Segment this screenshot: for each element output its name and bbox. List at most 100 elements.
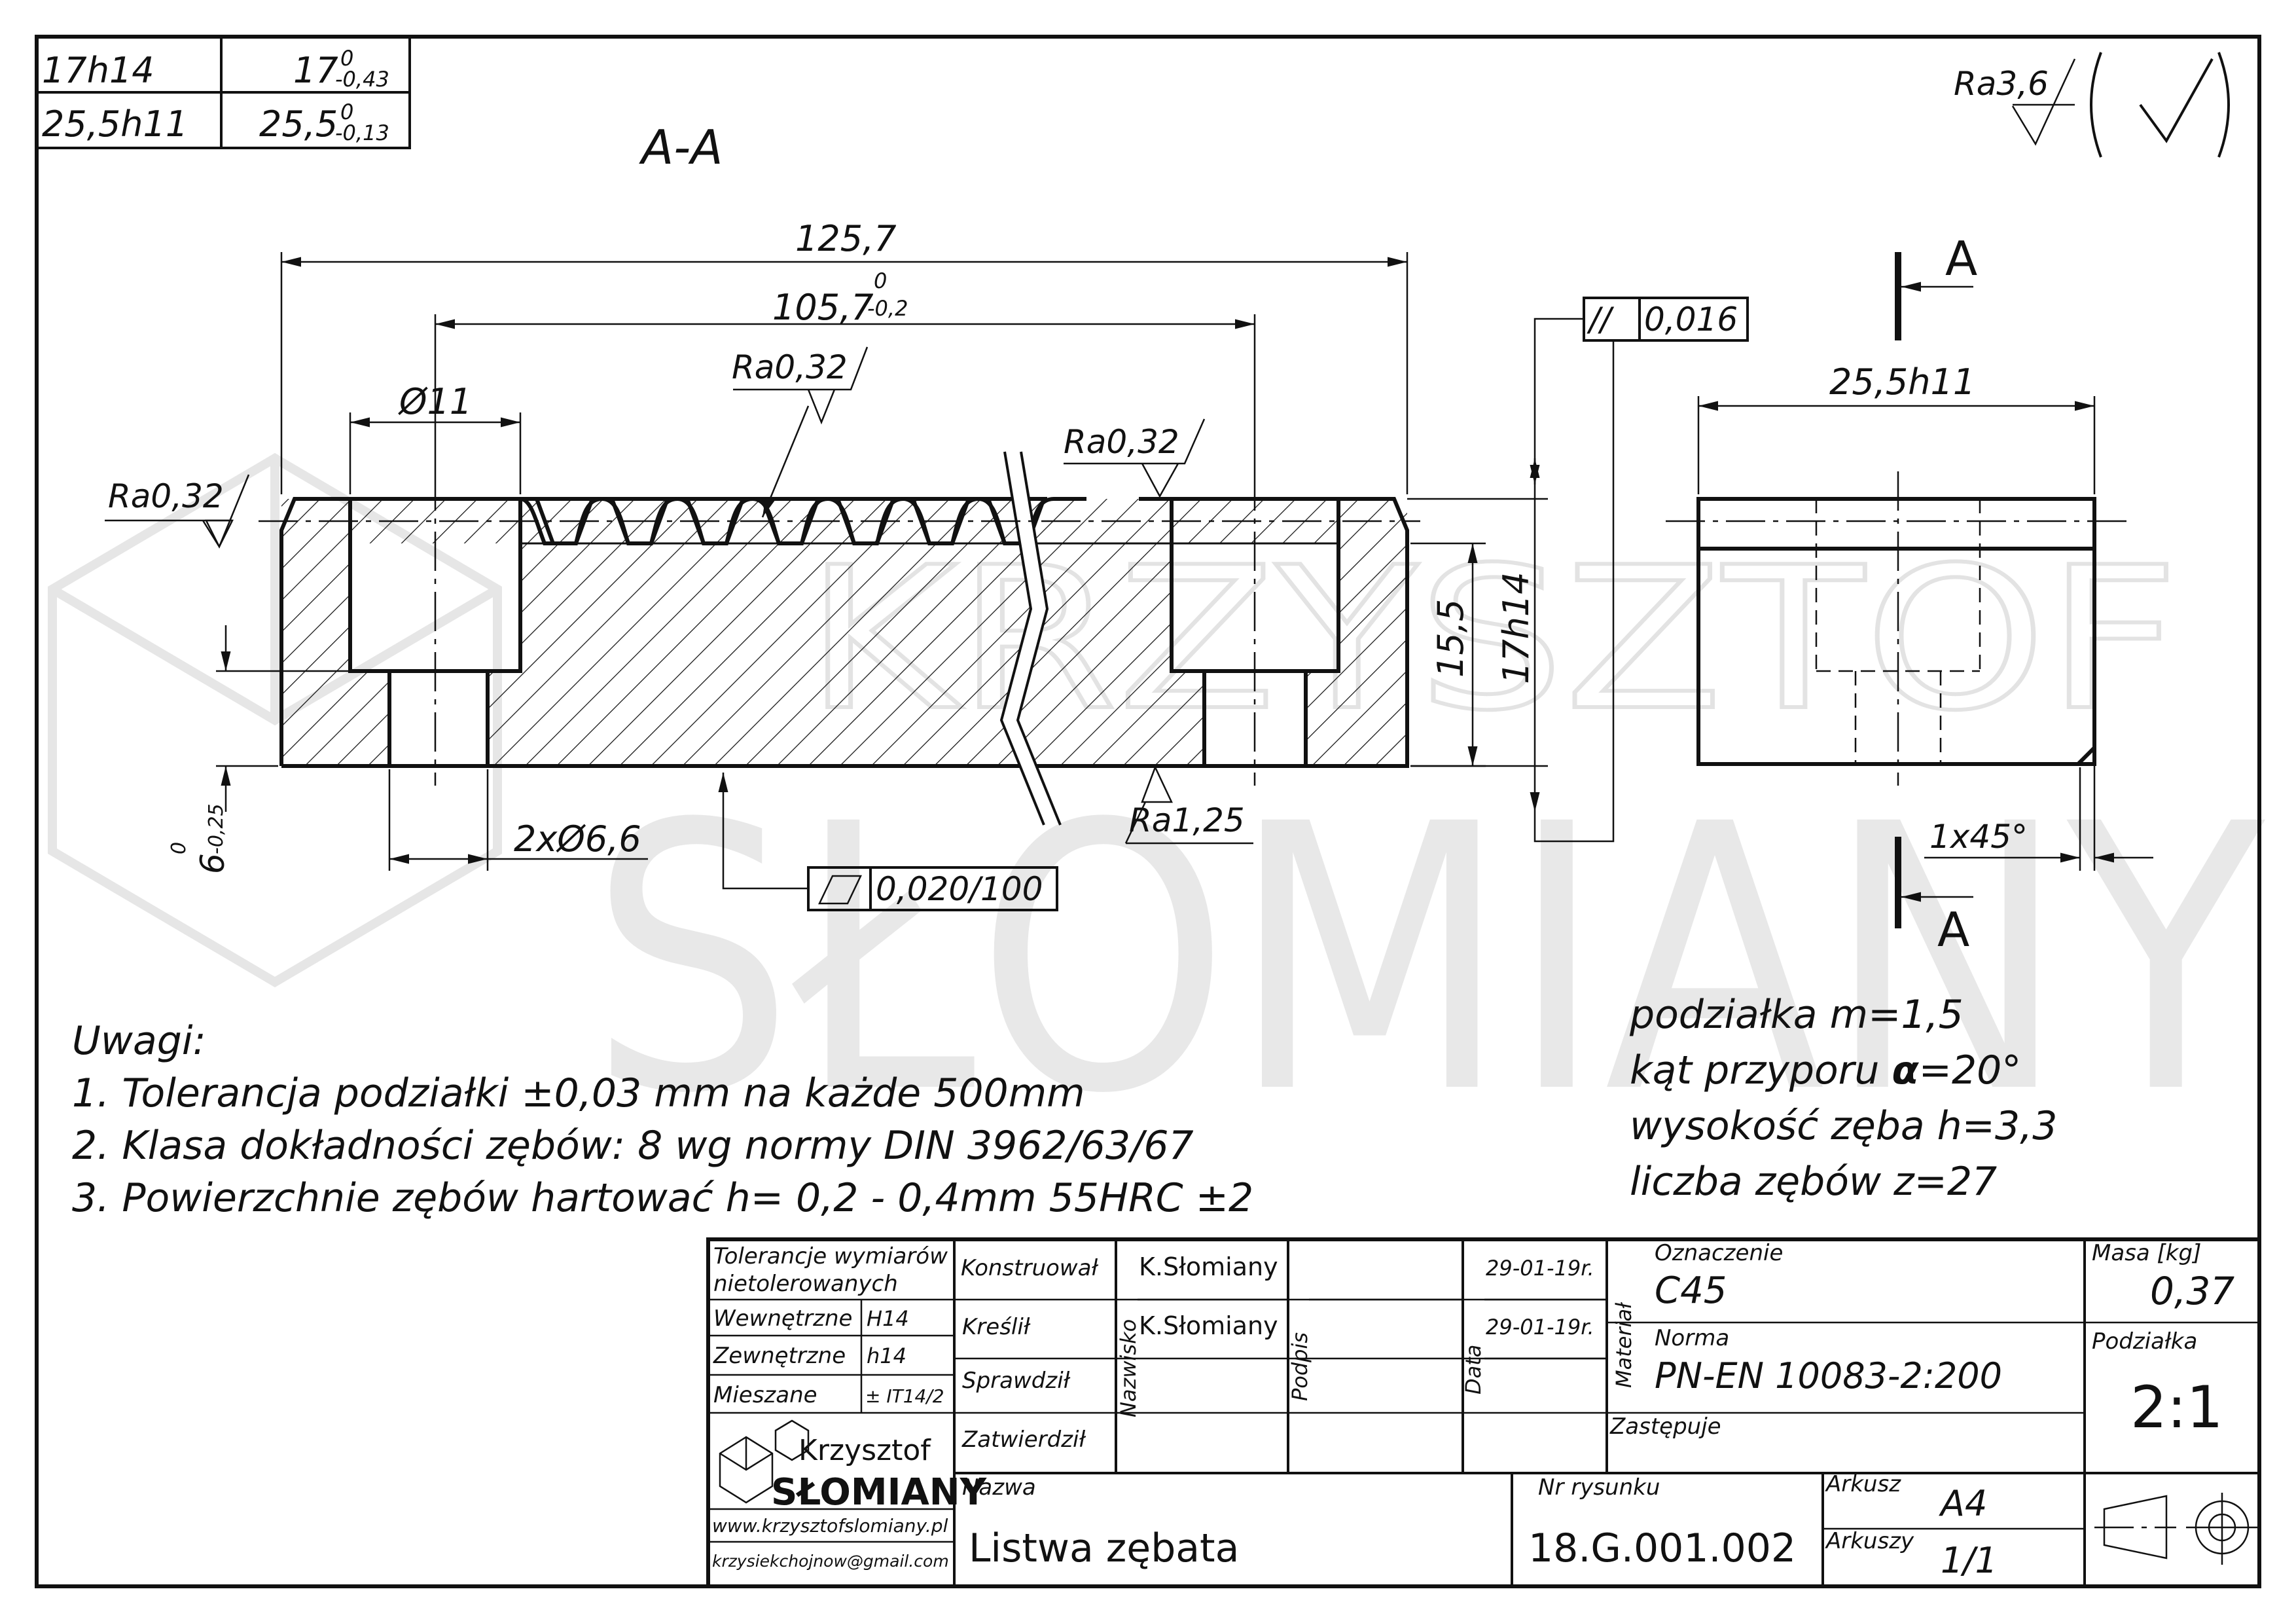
general-roughness-value: Ra3,6 <box>1954 65 2049 103</box>
gear-param-module: podziałka m=1,5 <box>1629 992 1964 1038</box>
flatness-value: 0,020/100 <box>876 870 1043 908</box>
tol-value-1: 17 <box>293 50 338 91</box>
tb-mixed-label: Mieszane <box>713 1382 817 1408</box>
roughness-marks: Ra0,32 Ra0,32 Ra0,32 Ra1,25 <box>105 346 1253 845</box>
roughness-top-face: Ra0,32 <box>1064 423 1179 461</box>
tb-designed-by: K.Słomiany <box>1139 1252 1278 1281</box>
notes-heading: Uwagi: <box>72 1018 206 1064</box>
tb-date2: 29-01-19r. <box>1486 1315 1594 1340</box>
tolerance-table: 17h14 17 0 -0,43 25,5h11 25,5 0 -0,13 <box>35 35 411 149</box>
roughness-left-face: Ra0,32 <box>108 477 224 515</box>
parallelism-value: 0,016 <box>1644 301 1738 338</box>
tb-website: www.krzysztofslomiany.pl <box>712 1515 948 1537</box>
section-label: A-A <box>639 120 723 175</box>
tb-standard: PN-EN 10083-2:200 <box>1655 1355 2002 1396</box>
general-roughness: Ra3,6 <box>1954 52 2230 158</box>
tb-drawing-no-label: Nr rysunku <box>1538 1474 1660 1501</box>
projection-symbol-icon <box>2094 1493 2258 1565</box>
section-mark-bottom: A <box>1937 902 1969 957</box>
tol-code-2: 25,5h11 <box>42 103 188 145</box>
flatness-frame: 0,020/100 <box>718 773 1058 911</box>
section-mark-top: A <box>1945 231 1977 286</box>
dim-chamfer: 1x45° <box>1929 818 2028 856</box>
dim-overall-length: 125,7 <box>795 218 897 259</box>
dim-total-height: 17h14 <box>1496 572 1537 684</box>
tb-designation-label: Oznaczenie <box>1655 1240 1783 1266</box>
side-view: 25,5h11 1x45° A A <box>1666 231 2153 957</box>
dimensions-main: 125,7 105,7 0 -0,2 Ø11 2xØ6,6 6 0 -0,25 … <box>168 218 1548 874</box>
tb-drawing-no: 18.G.001.002 <box>1528 1525 1796 1571</box>
dim-hole-spacing-lower: -0,2 <box>867 296 908 321</box>
roughness-symbol-icon <box>2011 58 2076 146</box>
tol-code-1: 17h14 <box>42 50 154 91</box>
tb-name-label: Nazwa <box>962 1474 1036 1501</box>
tol-upper-1: 0 <box>340 46 353 71</box>
watermark-cube-edges <box>50 458 500 726</box>
note-item-3: 3. Powierzchnie zębów hartować h= 0,2 - … <box>72 1175 1253 1221</box>
dim-hole-spacing: 105,7 <box>772 287 874 328</box>
tb-external-label: Zewnętrzne <box>713 1343 846 1369</box>
dim-counterbore-depth-upper: 0 <box>168 842 190 854</box>
tb-replaces-label: Zastępuje <box>1609 1413 1721 1440</box>
dim-holes: 2xØ6,6 <box>514 818 641 860</box>
tb-signature-label: Podpis <box>1287 1332 1312 1401</box>
tb-drawn-label: Kreślił <box>962 1314 1031 1340</box>
dim-hole-spacing-upper: 0 <box>874 268 887 293</box>
tb-date-label: Data <box>1461 1345 1486 1395</box>
tb-mass-label: Masa [kg] <box>2092 1240 2201 1266</box>
tb-name: Listwa zębata <box>969 1525 1239 1571</box>
note-item-1: 1. Tolerancja podziałki ±0,03 mm na każd… <box>72 1070 1085 1116</box>
tb-sheets-label: Arkuszy <box>1825 1528 1914 1554</box>
section-view <box>259 451 1420 826</box>
tb-internal-value: H14 <box>867 1306 909 1331</box>
dim-counterbore: Ø11 <box>398 381 472 422</box>
tb-drawn-by: K.Słomiany <box>1139 1311 1278 1340</box>
tb-standard-label: Norma <box>1655 1325 1729 1351</box>
title-block: Tolerancje wymiarów nietolerowanych Wewn… <box>706 1237 2261 1588</box>
tb-approved-label: Zatwierdził <box>961 1427 1086 1453</box>
dim-counterbore-depth-lower: -0,25 <box>205 803 228 854</box>
roughness-tooth-flank: Ra0,32 <box>732 348 848 386</box>
tb-material: C45 <box>1655 1269 1727 1312</box>
tb-date1: 29-01-19r. <box>1486 1256 1594 1281</box>
tb-external-value: h14 <box>867 1343 906 1368</box>
tol-value-2: 25,5 <box>259 103 338 145</box>
gear-param-tooth-count: liczba zębów z=27 <box>1630 1159 1997 1205</box>
logo-bottom: SŁOMIANY <box>771 1471 988 1514</box>
tb-designed-label: Konstruował <box>961 1255 1098 1281</box>
company-logo: Krzysztof SŁOMIANY www.krzysztofslomiany… <box>708 1419 988 1571</box>
tb-material-label: Materiał <box>1611 1302 1636 1388</box>
logo-top: Krzysztof <box>798 1434 931 1467</box>
tb-tol-header2: nietolerowanych <box>713 1271 898 1297</box>
tb-scale-label: Podziałka <box>2092 1328 2197 1355</box>
tol-lower-1: -0,43 <box>335 67 389 92</box>
tb-tol-header: Tolerancje wymiarów <box>713 1243 948 1269</box>
tb-scale: 2:1 <box>2130 1374 2223 1441</box>
gear-param-pressure-angle: kąt przyporu α=20° <box>1630 1048 2021 1093</box>
check-roughness-icon <box>2139 58 2214 143</box>
dim-tooth-root-height: 15,5 <box>1430 599 1471 678</box>
tb-email: krzysiekchojnow@gmail.com <box>712 1552 949 1571</box>
tb-sheets: 1/1 <box>1941 1540 1998 1581</box>
notes: Uwagi: 1. Tolerancja podziałki ±0,03 mm … <box>72 1018 1253 1221</box>
flatness-symbol-icon <box>818 875 862 905</box>
gear-parameters: podziałka m=1,5 kąt przyporu α=20° wysok… <box>1629 992 2057 1205</box>
dim-counterbore-depth: 6 <box>194 853 232 874</box>
gear-param-tooth-height: wysokość zęba h=3,3 <box>1630 1103 2057 1149</box>
roughness-triangle-icon <box>204 519 234 549</box>
watermark: SŁOMIANY KRZYSZTOF <box>48 452 2269 1174</box>
parallelism-symbol: // <box>1587 301 1615 338</box>
tb-surname-label: Nazwisko <box>1116 1319 1141 1417</box>
tb-checked-label: Sprawdził <box>962 1368 1071 1394</box>
note-item-2: 2. Klasa dokładności zębów: 8 wg normy D… <box>72 1123 1194 1169</box>
roughness-bottom-face: Ra1,25 <box>1129 801 1245 839</box>
watermark-bottom: SŁOMIANY <box>589 747 2269 1174</box>
dim-width: 25,5h11 <box>1829 361 1975 403</box>
tol-upper-2: 0 <box>340 100 353 124</box>
parallelism-frame: // 0,016 <box>1530 297 1749 843</box>
tb-mixed-value: ± IT14/2 <box>865 1385 944 1407</box>
tol-lower-2: -0,13 <box>335 120 389 145</box>
tb-internal-label: Wewnętrzne <box>713 1305 852 1332</box>
tb-mass: 0,37 <box>2150 1269 2234 1313</box>
